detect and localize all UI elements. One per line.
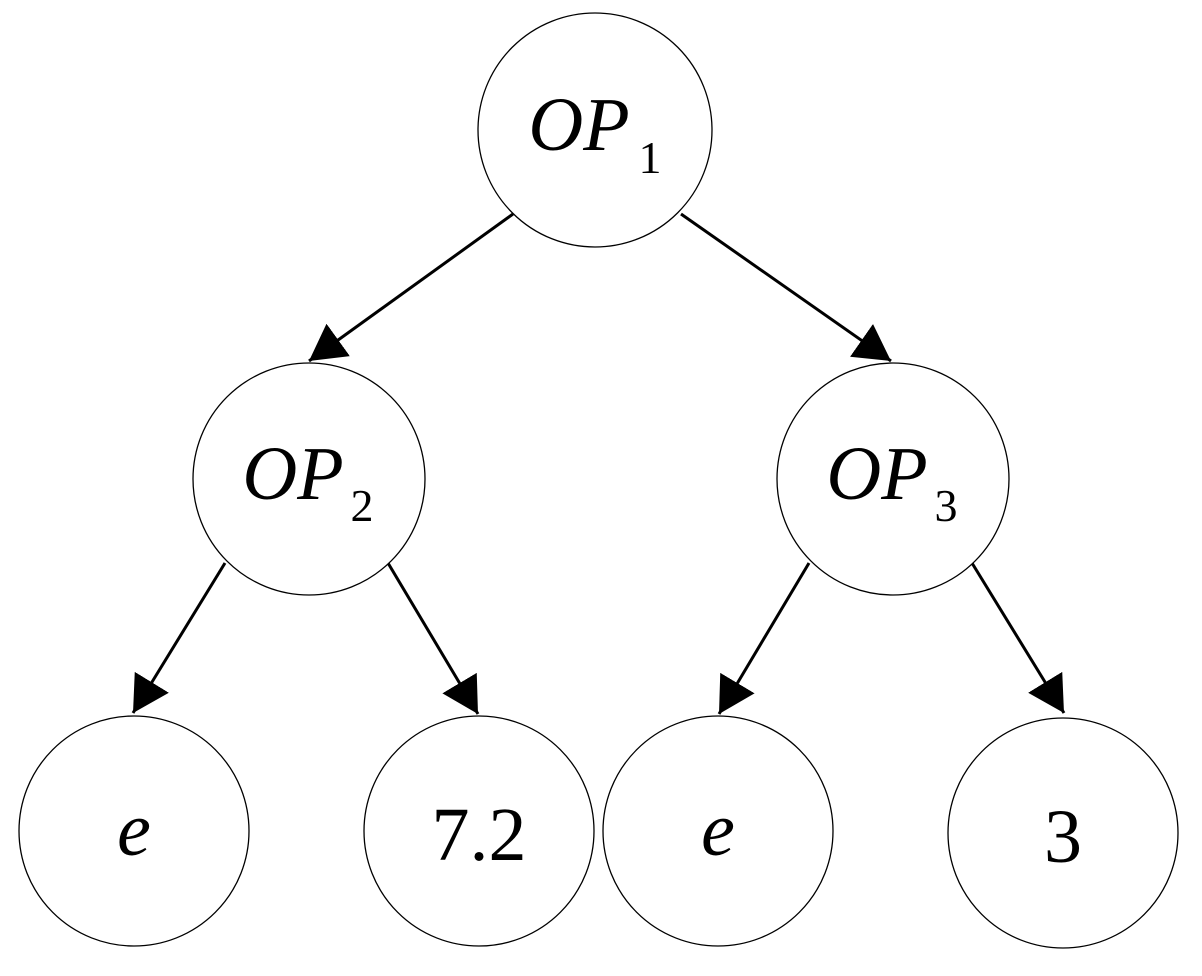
node-label-op2: OP (242, 432, 343, 516)
node-op3: OP 3 (776, 362, 1010, 596)
node-label-leaf-e-left: e (117, 788, 151, 872)
node-op1: OP 1 (477, 12, 713, 248)
node-circle-op2 (192, 362, 426, 596)
node-label-leaf-e-right: e (701, 788, 735, 872)
tree-nodes: OP 1 OP 2 OP 3 e 7.2 e (18, 12, 1179, 949)
node-label-leaf-7-2: 7.2 (432, 793, 527, 877)
node-op2: OP 2 (192, 362, 426, 596)
edge-arrow-op2-to-leaf-7-2 (386, 562, 480, 715)
node-subscript-op3: 3 (935, 480, 958, 531)
node-subscript-op1: 1 (639, 132, 662, 183)
node-circle-leaf-3 (947, 717, 1179, 949)
node-leaf-e-right: e (602, 715, 834, 947)
node-circle-leaf-e-right (602, 715, 834, 947)
node-leaf-3: 3 (947, 717, 1179, 949)
edge-arrow-op1-to-op2 (308, 212, 514, 363)
node-circle-leaf-e-left (18, 715, 250, 947)
node-label-op3: OP (826, 432, 927, 516)
edge-arrow-op2-to-leaf-e-left (131, 562, 227, 714)
node-leaf-7-2: 7.2 (363, 715, 595, 947)
edge-arrow-op3-to-leaf-3 (970, 562, 1066, 714)
node-label-op1: OP (528, 83, 629, 167)
node-subscript-op2: 2 (351, 480, 374, 531)
node-label-leaf-3: 3 (1044, 795, 1082, 879)
node-circle-leaf-7-2 (363, 715, 595, 947)
edge-arrow-op3-to-leaf-e-right (717, 562, 811, 715)
node-circle-op1 (477, 12, 713, 248)
edge-arrow-op1-to-op3 (680, 212, 892, 363)
tree-edges (131, 212, 1066, 715)
node-circle-op3 (776, 362, 1010, 596)
node-leaf-e-left: e (18, 715, 250, 947)
